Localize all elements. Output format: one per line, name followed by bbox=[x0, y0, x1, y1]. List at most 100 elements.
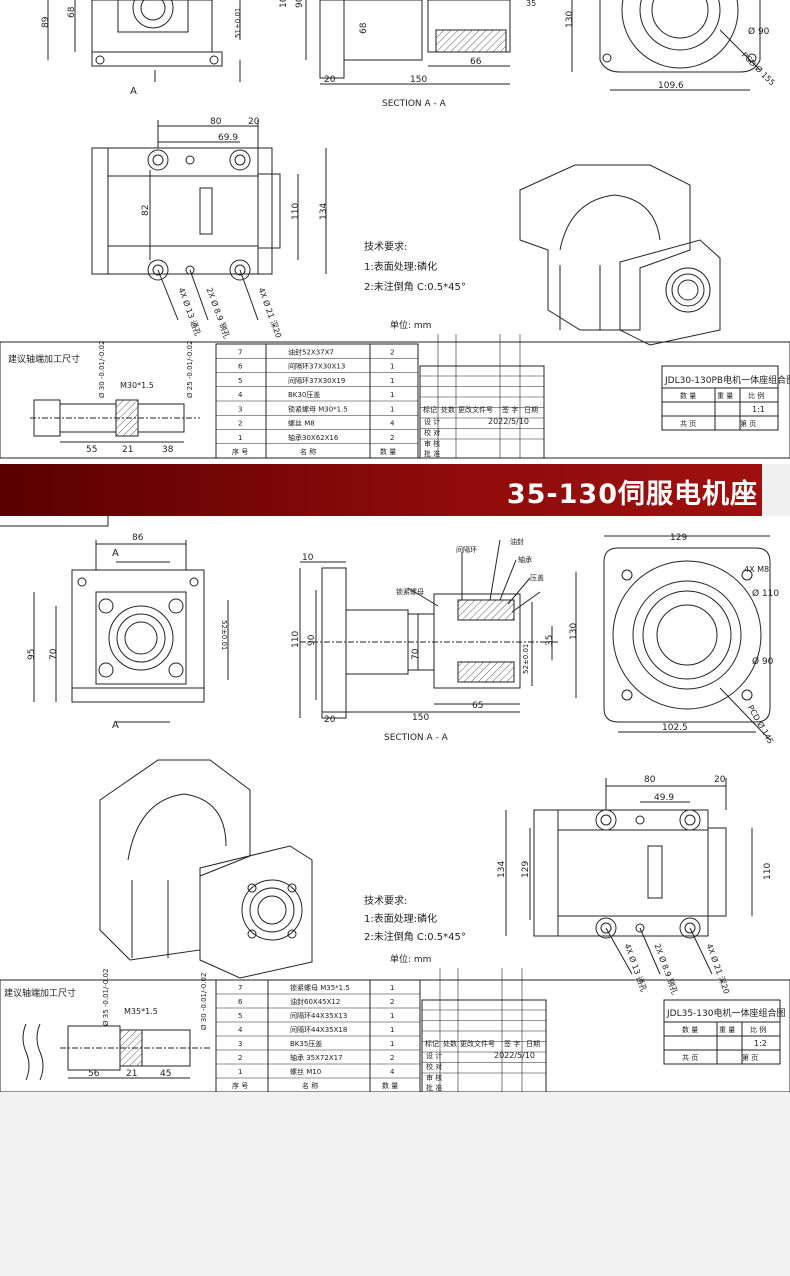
tb-name: JDL35-130电机一体座组合图 bbox=[666, 1007, 785, 1019]
bom-cell-name: 间隔环44X35X13 bbox=[290, 1011, 347, 1020]
dim-134: 134 bbox=[319, 203, 329, 220]
shaft-l21: 21 bbox=[122, 445, 133, 455]
shaft-thread: M35*1.5 bbox=[124, 1007, 158, 1016]
dim-35-sec: 35 bbox=[545, 635, 555, 646]
section-label: SECTION A - A bbox=[384, 733, 449, 743]
dim-66: 66 bbox=[470, 57, 482, 67]
dim-150-sec: 150 bbox=[412, 713, 429, 723]
shaft-l21: 21 bbox=[126, 1069, 137, 1079]
tb-check: 校 对 bbox=[424, 428, 440, 437]
dim-110-plan: 110 bbox=[763, 863, 773, 880]
bom-cell-name: 轴承30X62X16 bbox=[288, 433, 339, 442]
bom-cell-no: 4 bbox=[238, 1026, 243, 1034]
tb-date: 2022/5/10 bbox=[494, 1051, 535, 1060]
tb-check: 校 对 bbox=[426, 1062, 442, 1071]
bom-cell-name: 间隔环37X30X19 bbox=[288, 376, 345, 385]
tb-row-处数: 处数 bbox=[441, 405, 455, 414]
shaft-l55: 55 bbox=[86, 445, 97, 455]
tb-design: 设 计 bbox=[426, 1051, 442, 1060]
tech-unit: 单位: mm bbox=[390, 953, 431, 965]
tb-ratio: 比 例 bbox=[750, 1025, 766, 1034]
bom-cell-qty: 4 bbox=[390, 1068, 395, 1076]
bom-cell-qty: 1 bbox=[390, 984, 394, 992]
bom-cell-qty: 4 bbox=[390, 420, 395, 428]
tb-row-date: 日期 bbox=[524, 406, 538, 414]
tb-row-处数: 处数 bbox=[443, 1039, 457, 1048]
shaft-title: 建议轴端加工尺寸 bbox=[8, 353, 80, 365]
dim-d90: Ø 90 bbox=[748, 26, 770, 37]
bom-cell-name: 油封52X37X7 bbox=[288, 347, 334, 356]
dim-20-sec: 20 bbox=[324, 715, 336, 725]
bom-header-no: 序 号 bbox=[232, 1081, 248, 1090]
bom-cell-no: 1 bbox=[238, 434, 242, 442]
callout-oil-seal: 油封 bbox=[510, 537, 524, 546]
bom-cell-qty: 1 bbox=[390, 1012, 394, 1020]
page-bottom-area bbox=[0, 1092, 790, 1276]
drawing-sheet-2: SECTION A - A A A 86 95 70 52±0.01 10 11… bbox=[0, 516, 790, 1092]
bom-cell-name: 轴承 35X72X17 bbox=[290, 1053, 343, 1062]
bom-cell-qty: 2 bbox=[390, 348, 394, 356]
tb-date: 2022/5/10 bbox=[488, 417, 529, 426]
dim-86: 86 bbox=[132, 533, 144, 543]
tech-line-1: 1:表面处理:磷化 bbox=[364, 260, 437, 273]
dim-d90: Ø 90 bbox=[752, 656, 774, 667]
tb-page: 第 页 bbox=[742, 1053, 758, 1062]
tb-row-sign: 签 字 bbox=[502, 405, 518, 414]
shaft-l56: 56 bbox=[88, 1069, 100, 1079]
tb-approve: 批 准 bbox=[424, 449, 440, 458]
bom-cell-qty: 1 bbox=[390, 363, 394, 371]
dim-80: 80 bbox=[210, 117, 222, 127]
dim-70: 70 bbox=[49, 648, 59, 660]
tech-line-1: 1:表面处理:磷化 bbox=[364, 912, 437, 925]
bom-cell-name: BK30压盖 bbox=[288, 390, 320, 399]
tb-weight: 重 量 bbox=[717, 392, 733, 400]
tb-design: 设 计 bbox=[424, 417, 440, 426]
dim-1096: 109.6 bbox=[658, 81, 684, 91]
bom-cell-qty: 2 bbox=[390, 434, 394, 442]
dim-110: 110 bbox=[291, 203, 301, 220]
bom-header-qty: 数 量 bbox=[382, 1081, 398, 1090]
callout-bearing: 轴承 bbox=[518, 555, 532, 564]
dim-20-plan: 20 bbox=[248, 117, 260, 127]
tb-row-date: 日期 bbox=[526, 1040, 540, 1048]
drawing-sheet-1: SECTION A - A A 89 68 51±0.01 90 10 68 2… bbox=[0, 0, 790, 464]
callout-spacer: 间隔环 bbox=[456, 545, 477, 554]
tb-row-标记: 标记 bbox=[425, 1039, 439, 1048]
dim-52-sec: 52±0.01 bbox=[522, 644, 530, 674]
tb-review: 审 核 bbox=[426, 1073, 442, 1082]
tb-sheet: 共 页 bbox=[682, 1053, 698, 1062]
dim-82: 82 bbox=[141, 205, 151, 216]
tb-review: 审 核 bbox=[424, 439, 440, 448]
dim-110-sec: 110 bbox=[291, 631, 301, 648]
bom-cell-no: 5 bbox=[238, 1012, 242, 1020]
bom-cell-name: 油封60X45X12 bbox=[290, 997, 340, 1006]
tb-row-file: 更改文件号 bbox=[460, 1039, 495, 1048]
dim-68: 68 bbox=[67, 6, 77, 18]
callout-lock-nut: 锁紧螺母 bbox=[396, 587, 424, 596]
tech-title: 技术要求: bbox=[364, 240, 407, 253]
tb-scale: 1:2 bbox=[754, 1039, 767, 1048]
bom-cell-no: 2 bbox=[238, 1054, 242, 1062]
shaft-d25: Ø 25 -0.01/-0.02 bbox=[186, 341, 194, 398]
shaft-l38: 38 bbox=[162, 445, 174, 455]
tb-row-file: 更改文件号 bbox=[458, 405, 493, 414]
bom-cell-name: 间隔环37X30X13 bbox=[288, 362, 345, 371]
dim-35: 35 bbox=[526, 0, 536, 8]
dim-10: 10 bbox=[279, 0, 289, 8]
bom-cell-no: 3 bbox=[238, 405, 242, 413]
tb-ratio: 比 例 bbox=[748, 391, 764, 400]
tb-qty-label: 数 量 bbox=[680, 391, 696, 400]
tb-sheet: 共 页 bbox=[680, 419, 696, 428]
tb-name: JDL30-130PB电机一体座组合图 bbox=[664, 374, 790, 386]
bom-cell-qty: 1 bbox=[390, 1026, 394, 1034]
dim-80-plan: 80 bbox=[644, 775, 656, 785]
dim-150: 150 bbox=[410, 75, 427, 85]
shaft-thread: M30*1.5 bbox=[120, 381, 154, 390]
dim-65-sec: 65 bbox=[472, 701, 483, 711]
banner-title: 35-130伺服电机座 bbox=[506, 479, 758, 510]
tb-scale: 1:1 bbox=[752, 405, 765, 414]
bom-cell-name: 间隔环44X35X18 bbox=[290, 1025, 347, 1034]
section-banner: 35-130伺服电机座 bbox=[0, 464, 790, 516]
bom-cell-qty: 1 bbox=[390, 377, 394, 385]
dim-1025: 102.5 bbox=[662, 723, 688, 733]
